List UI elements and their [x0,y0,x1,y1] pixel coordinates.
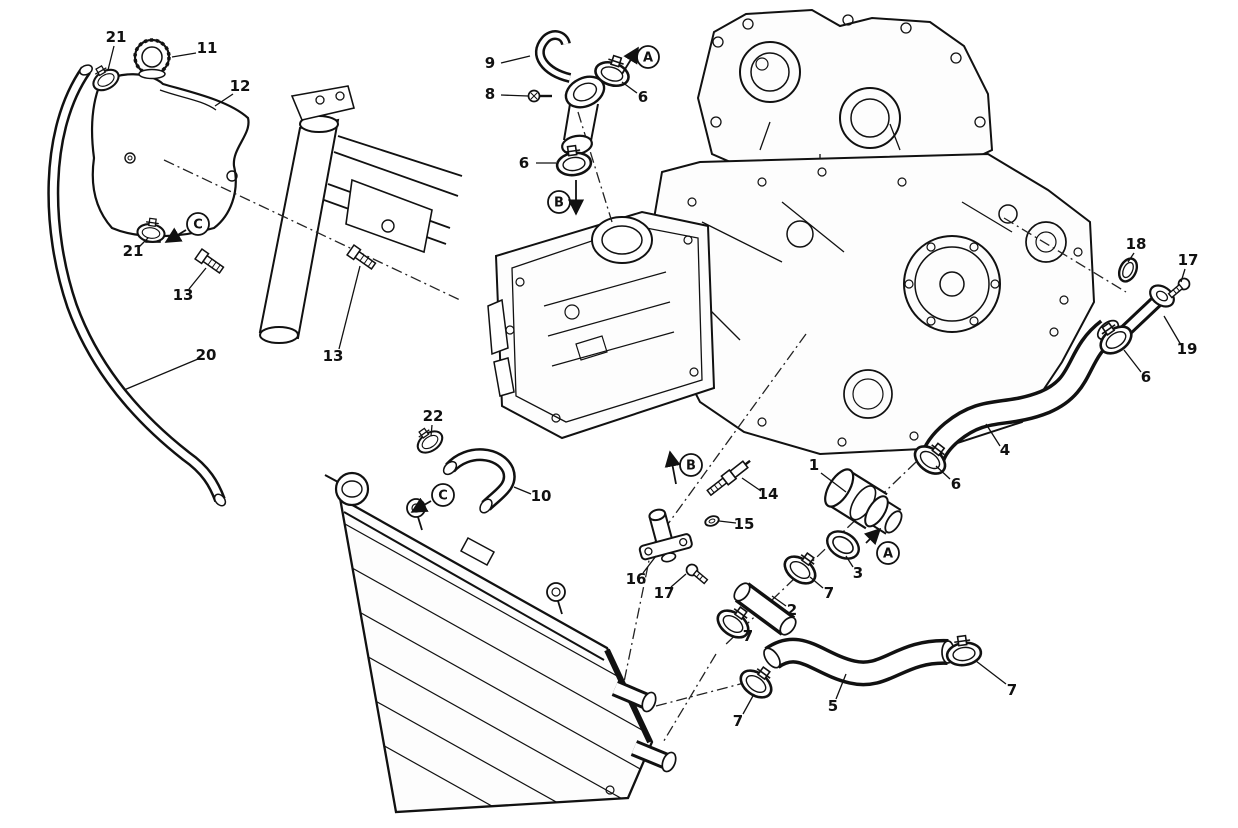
callout-18: 18 [1126,235,1147,253]
outlet-union [638,508,693,563]
centerlines [163,111,1127,745]
hose-10 [442,448,516,514]
callout-6-right: 6 [1141,368,1151,386]
leader-lines [107,45,1186,715]
radiator [324,471,677,814]
callout-6-b: 6 [519,154,529,172]
callout-2: 2 [787,601,797,619]
callout-17-right: 17 [1178,251,1199,269]
callout-10: 10 [531,487,552,505]
callout-8: 8 [485,85,495,103]
thermostat-fitting [824,468,903,535]
callout-13-tank: 13 [173,286,194,304]
tank-body [90,73,250,238]
clutch-cover [903,235,1001,333]
letter-markers: A B C B A C [186,45,900,565]
radiator-outlets [611,680,677,773]
o-ring [1117,257,1139,283]
marker-C-radiator: C [431,483,455,507]
tank-cap [133,38,171,80]
cylinder-head [696,8,994,176]
callout-3: 3 [853,564,863,582]
bolt-13-tank [194,248,226,276]
filler-neck [324,471,370,507]
bolt-13-frame [346,244,378,272]
marker-A-top-label: A [643,51,653,66]
callout-6-a: 6 [638,88,648,106]
side-cover [494,210,716,440]
coolant-inlet [591,216,653,264]
marker-C-left-label: C [193,218,203,233]
callout-19: 19 [1177,340,1198,358]
temperature-sensor [706,459,751,497]
union-screw [685,563,709,585]
marker-B-top: B [547,190,571,214]
seal-ring [826,530,860,560]
callout-7-a: 7 [824,584,834,602]
marker-A-mid-label: A [883,547,893,562]
clamp-22 [409,421,448,459]
hose-2 [733,582,797,636]
callout-16: 16 [626,570,647,588]
hose-20 [47,64,227,507]
callout-5: 5 [828,697,838,715]
engine [487,8,1096,456]
marker-C-radiator-label: C [438,489,448,504]
callout-12: 12 [230,77,251,95]
direction-arrows [164,46,882,546]
callouts: 21 11 12 9 8 6 6 18 17 19 6 4 21 13 13 2… [106,28,1199,730]
callout-1: 1 [809,456,819,474]
callout-6-hose4: 6 [951,475,961,493]
marker-B-mid: B [679,453,703,477]
callout-7-c: 7 [733,712,743,730]
hoses [47,64,1120,687]
callout-9: 9 [485,54,495,72]
bleed-screw [527,89,552,103]
callout-20: 20 [196,346,217,364]
marker-B-mid-label: B [686,459,696,474]
marker-B-top-label: B [554,196,564,211]
callout-22: 22 [423,407,444,425]
callout-13-frame: 13 [323,347,344,365]
marker-A-mid: A [876,541,900,565]
clamp-7-a [778,544,826,591]
callout-4: 4 [1000,441,1010,459]
callout-21-bottom: 21 [123,242,144,260]
hose-5 [763,637,955,687]
callout-15: 15 [734,515,755,533]
marker-A-top: A [636,45,660,69]
callout-14: 14 [758,485,779,503]
marker-C-left: C [186,212,210,236]
callout-11: 11 [197,39,218,57]
callout-7-b: 7 [743,627,753,645]
engine-outlet-boss [998,204,1018,224]
sensor-washer [704,515,720,527]
frame-section [258,85,463,344]
flange-screw [1167,277,1191,299]
callout-21-top: 21 [106,28,127,46]
callout-17-mid: 17 [654,584,675,602]
callout-7-d: 7 [1007,681,1017,699]
